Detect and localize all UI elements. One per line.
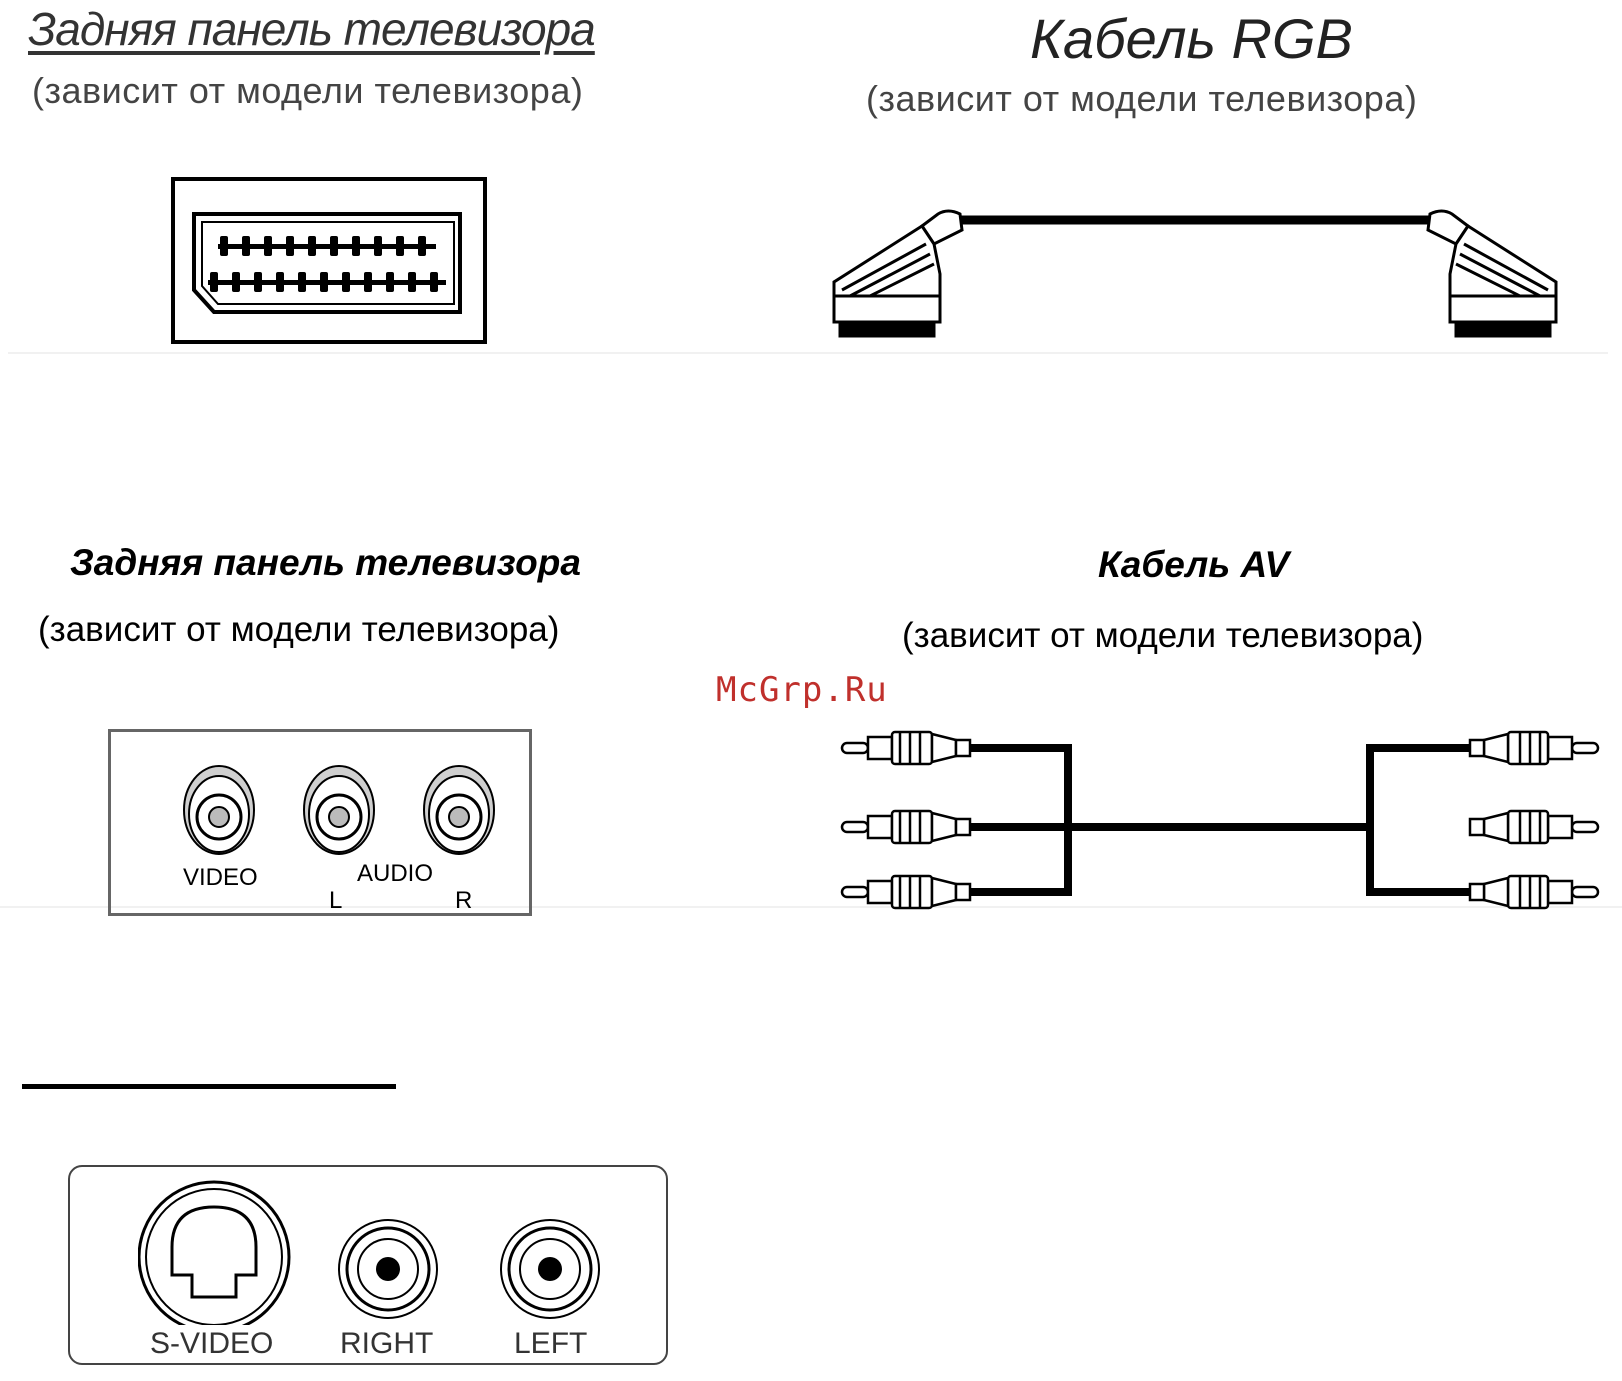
rca-jack-icon — [304, 766, 374, 854]
right-label: RIGHT — [340, 1327, 433, 1361]
rear-panel-title: Задняя панель телевизора — [28, 2, 595, 56]
svideo-panel: S-VIDEO RIGHT LEFT — [68, 1165, 668, 1365]
audio-right-label: R — [455, 887, 472, 915]
video-label: VIDEO — [183, 864, 258, 892]
scart-connector-icon — [170, 176, 500, 348]
rear-panel-subtitle: (зависит от модели телевизора) — [32, 70, 583, 112]
divider — [8, 352, 1608, 354]
rca-jack-icon — [184, 766, 254, 854]
s-video-jack-icon — [139, 1182, 289, 1325]
av-rear-panel: VIDEO AUDIO L R — [108, 729, 532, 916]
rear-panel-subtitle: (зависит от модели телевизора) — [38, 610, 559, 650]
rca-jack-icon — [424, 766, 494, 854]
rgb-cable-title: Кабель RGB — [1030, 6, 1353, 71]
audio-label: AUDIO — [357, 860, 433, 888]
audio-left-label: L — [329, 887, 342, 915]
rca-jacks — [179, 762, 499, 862]
left-label: LEFT — [514, 1327, 587, 1361]
watermark: McGrp.Ru — [716, 670, 888, 710]
rca-jack-icon — [501, 1220, 599, 1318]
svideo-label: S-VIDEO — [150, 1327, 273, 1361]
av-cable-subtitle: (зависит от модели телевизора) — [902, 616, 1423, 656]
rca-cable-icon — [840, 726, 1600, 916]
section-rule — [22, 1084, 396, 1089]
scart-cable-icon — [830, 200, 1570, 350]
svideo-panel-jacks — [138, 1175, 608, 1325]
rgb-cable-subtitle: (зависит от модели телевизора) — [866, 78, 1417, 120]
rear-panel-title: Задняя панель телевизора — [70, 542, 581, 584]
rca-jack-icon — [339, 1220, 437, 1318]
av-cable-title: Кабель AV — [1098, 544, 1289, 586]
